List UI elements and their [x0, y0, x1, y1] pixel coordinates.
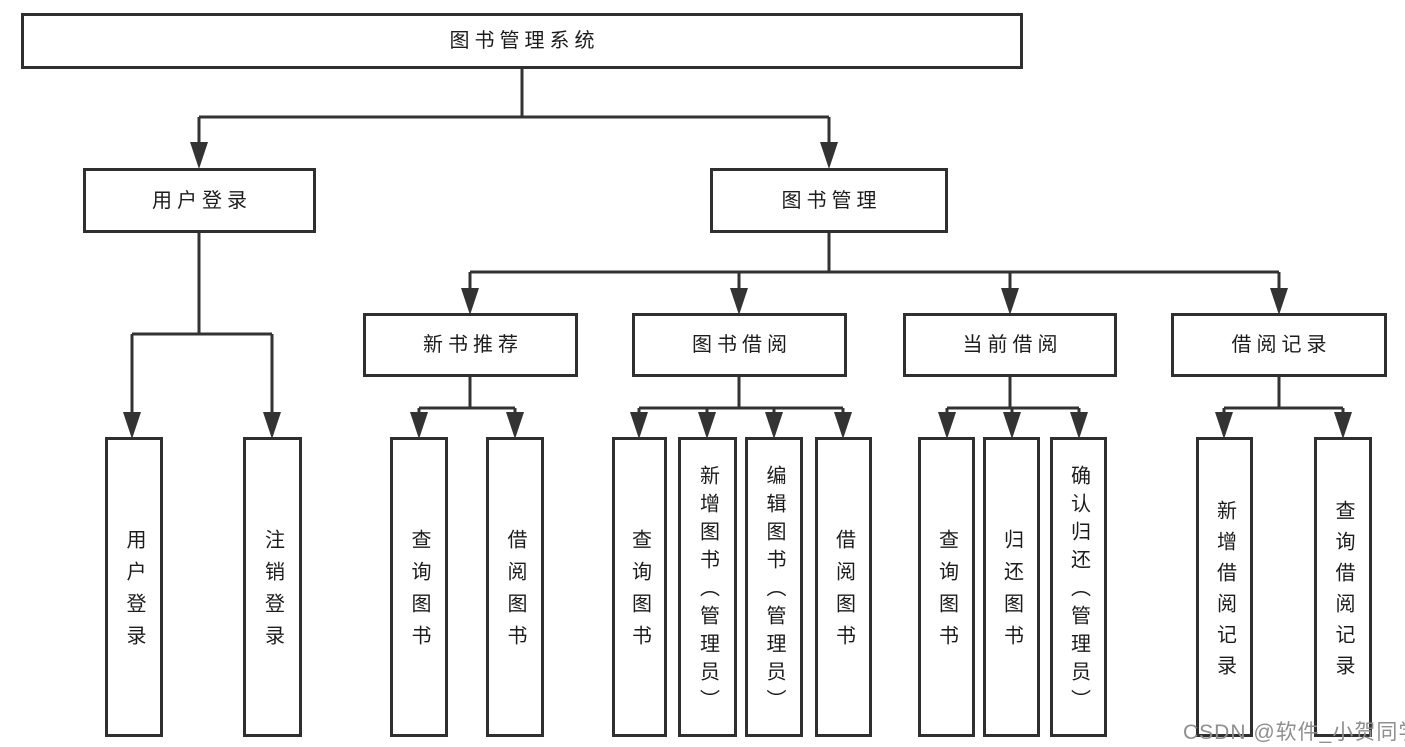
leaf-confirm-return-admin: 确认归还（管理员） — [1050, 437, 1107, 737]
connector-book-management-children — [461, 233, 1288, 315]
leaf-borrow-books: 借阅图书 — [815, 437, 872, 737]
leaf-query-books-borrow: 查询图书 — [612, 437, 667, 737]
leaf-borrow-books-recommend: 借阅图书 — [486, 437, 544, 737]
watermark: CSDN @软件_小贺同学 — [1183, 721, 1405, 744]
leaf-user-login: 用户登录 — [105, 437, 163, 737]
leaf-return-books: 归还图书 — [983, 437, 1040, 737]
connector-root-to-level1 — [190, 69, 838, 169]
connector-new-book-children — [410, 377, 524, 439]
node-root: 图书管理系统 — [21, 13, 1023, 69]
leaf-query-books-current: 查询图书 — [918, 437, 975, 737]
node-user-login: 用户登录 — [83, 168, 316, 233]
leaf-logout-login: 注销登录 — [243, 437, 302, 737]
node-book-management: 图书管理 — [710, 168, 948, 233]
connector-user-login-children — [123, 233, 281, 439]
node-new-book-recommendation: 新书推荐 — [363, 313, 578, 377]
leaf-edit-books-admin: 编辑图书（管理员） — [745, 437, 803, 737]
leaf-add-borrow-record: 新增借阅记录 — [1196, 437, 1253, 737]
node-current-borrowing: 当前借阅 — [903, 313, 1117, 377]
connector-book-borrow-children — [630, 377, 852, 439]
connector-borrow-record-children — [1215, 377, 1352, 439]
connector-current-borrow-children — [938, 377, 1088, 439]
node-book-borrowing: 图书借阅 — [632, 313, 847, 377]
leaf-query-books-recommend: 查询图书 — [390, 437, 448, 737]
leaf-add-books-admin: 新增图书（管理员） — [678, 437, 737, 737]
leaf-query-borrow-record: 查询借阅记录 — [1314, 437, 1372, 737]
node-borrowing-records: 借阅记录 — [1171, 313, 1387, 377]
